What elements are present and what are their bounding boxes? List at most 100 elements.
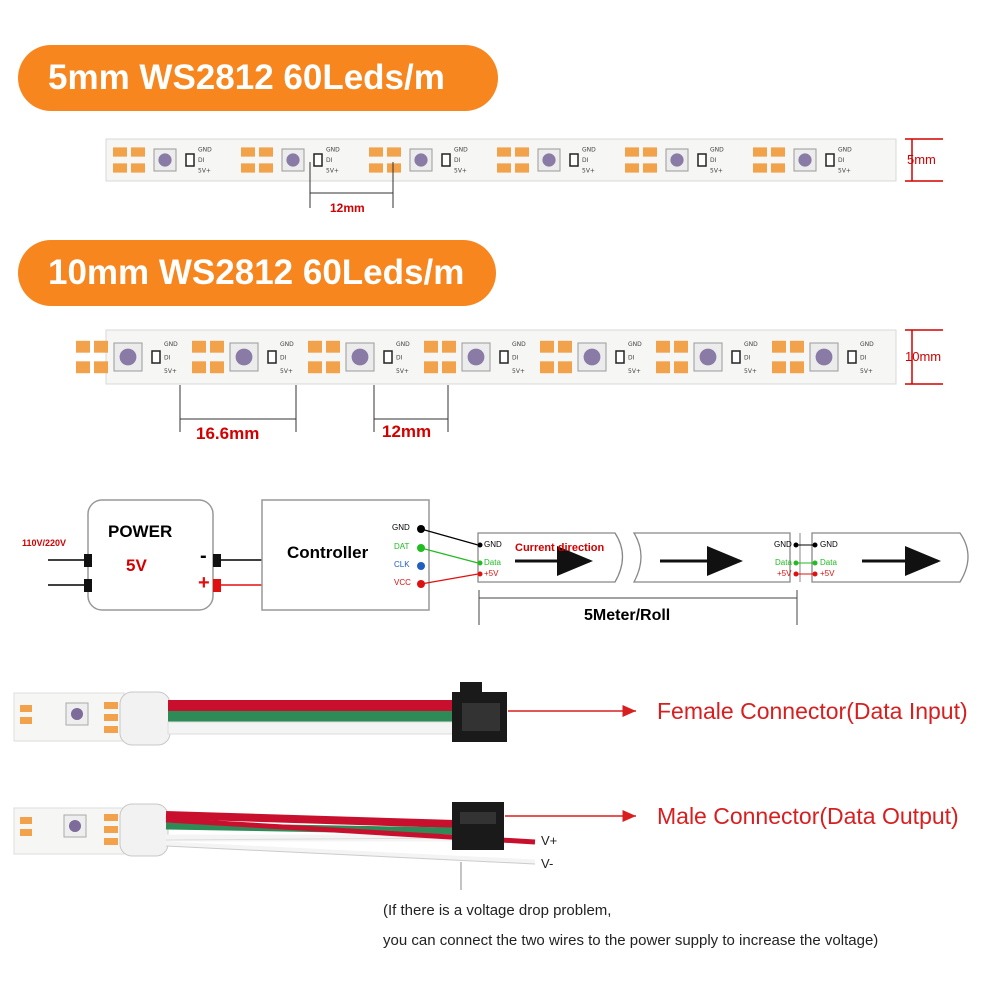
current-direction-label: Current direction <box>515 542 605 554</box>
mains-voltage-label: 110V/220V <box>22 538 67 548</box>
led-lens <box>235 348 253 366</box>
solder-pad <box>387 147 401 157</box>
pad-label: 5V+ <box>198 168 211 175</box>
pad-label: GND <box>512 341 526 348</box>
solder-pad <box>558 361 572 374</box>
strip-pin-data: Data <box>820 558 837 567</box>
solder-pad <box>113 163 127 173</box>
led-lens <box>71 708 83 720</box>
led-lens <box>286 153 300 167</box>
capacitor <box>185 153 195 167</box>
pad-label: 5V+ <box>280 368 293 375</box>
led-lens <box>699 348 717 366</box>
strip-10mm-spacing-label: 12mm <box>382 422 432 441</box>
solder-pad <box>308 361 322 374</box>
solder-pad <box>20 705 32 712</box>
led-lens <box>815 348 833 366</box>
solder-pad <box>790 361 804 374</box>
pad-label: DI <box>198 157 205 164</box>
solder-pad <box>656 361 670 374</box>
capacitor <box>615 350 625 364</box>
pad-label: 5V+ <box>582 168 595 175</box>
pad-label: GND <box>280 341 294 348</box>
led-chip <box>693 342 723 372</box>
power-positive-terminal <box>213 579 221 592</box>
male-connector-illustration <box>13 802 636 890</box>
capacitor <box>731 350 741 364</box>
female-connector-label: Female Connector(Data Input) <box>657 698 968 724</box>
pad-label: 5V+ <box>710 168 723 175</box>
capacitor <box>847 350 857 364</box>
pad-label: DI <box>326 157 333 164</box>
capacitor <box>697 153 707 167</box>
solder-pad <box>625 147 639 157</box>
female-connector-illustration <box>13 682 636 746</box>
pad-label: GND <box>710 147 724 154</box>
solder-pad <box>76 340 90 353</box>
solder-pad <box>241 163 255 173</box>
vminus-wire <box>165 841 536 865</box>
solder-pad <box>790 340 804 353</box>
capacitor <box>267 350 277 364</box>
strip-pin-5v: +5V <box>484 569 499 578</box>
solder-pad <box>442 361 456 374</box>
red-wire <box>168 700 458 711</box>
male-plug <box>452 802 504 850</box>
solder-pad <box>308 340 322 353</box>
solder-pad <box>326 361 340 374</box>
solder-pad <box>259 147 273 157</box>
strip-pin-dot <box>477 560 483 566</box>
solder-pad <box>540 361 554 374</box>
pad-label: GND <box>628 341 642 348</box>
solder-pad <box>771 163 785 173</box>
pad-label: DI <box>860 355 867 362</box>
solder-pad <box>424 340 438 353</box>
strip-5mm-title: 5mm WS2812 60Leds/m <box>18 45 498 111</box>
male-connector-label: Male Connector(Data Output) <box>657 803 959 829</box>
strip-pin-5v: +5V <box>820 569 835 578</box>
pad-label: DI <box>454 157 461 164</box>
solder-pad <box>326 340 340 353</box>
power-negative-terminal <box>213 554 221 567</box>
solder-pad <box>20 717 32 724</box>
vminus-label: V- <box>541 856 554 871</box>
data-wire <box>420 547 479 564</box>
voltage-note-line1: (If there is a voltage drop problem, <box>383 902 612 919</box>
pad-label: GND <box>860 341 874 348</box>
vplus-label: V+ <box>541 833 558 848</box>
solder-pad <box>497 147 511 157</box>
pad-label: GND <box>326 147 340 154</box>
pad-label: DI <box>744 355 751 362</box>
white-wire <box>167 721 459 735</box>
strip-5mm-pcb <box>105 138 897 182</box>
pad-label: DI <box>710 157 717 164</box>
roll-length-label: 5Meter/Roll <box>584 607 671 624</box>
strip-5mm-title-text: 5mm WS2812 60Leds/m <box>48 58 445 97</box>
strip-pin-5v: +5V <box>777 569 792 578</box>
controller-pin-dat: DAT <box>394 542 410 551</box>
voltage-note-line2: you can connect the two wires to the pow… <box>383 932 879 949</box>
solder-pad <box>104 826 118 833</box>
strip-pin-gnd: GND <box>774 540 792 549</box>
solder-pad <box>625 163 639 173</box>
solder-pad <box>424 361 438 374</box>
solder-pad <box>674 361 688 374</box>
led-lens <box>670 153 684 167</box>
led-lens <box>69 820 81 832</box>
solder-pad <box>643 163 657 173</box>
led-lens <box>119 348 137 366</box>
power-plus-sign: + <box>198 572 210 594</box>
strip-pin-dot <box>477 571 483 577</box>
solder-pad <box>387 163 401 173</box>
solder-pad <box>104 838 118 845</box>
green-wire <box>168 711 458 722</box>
capacitor <box>313 153 323 167</box>
